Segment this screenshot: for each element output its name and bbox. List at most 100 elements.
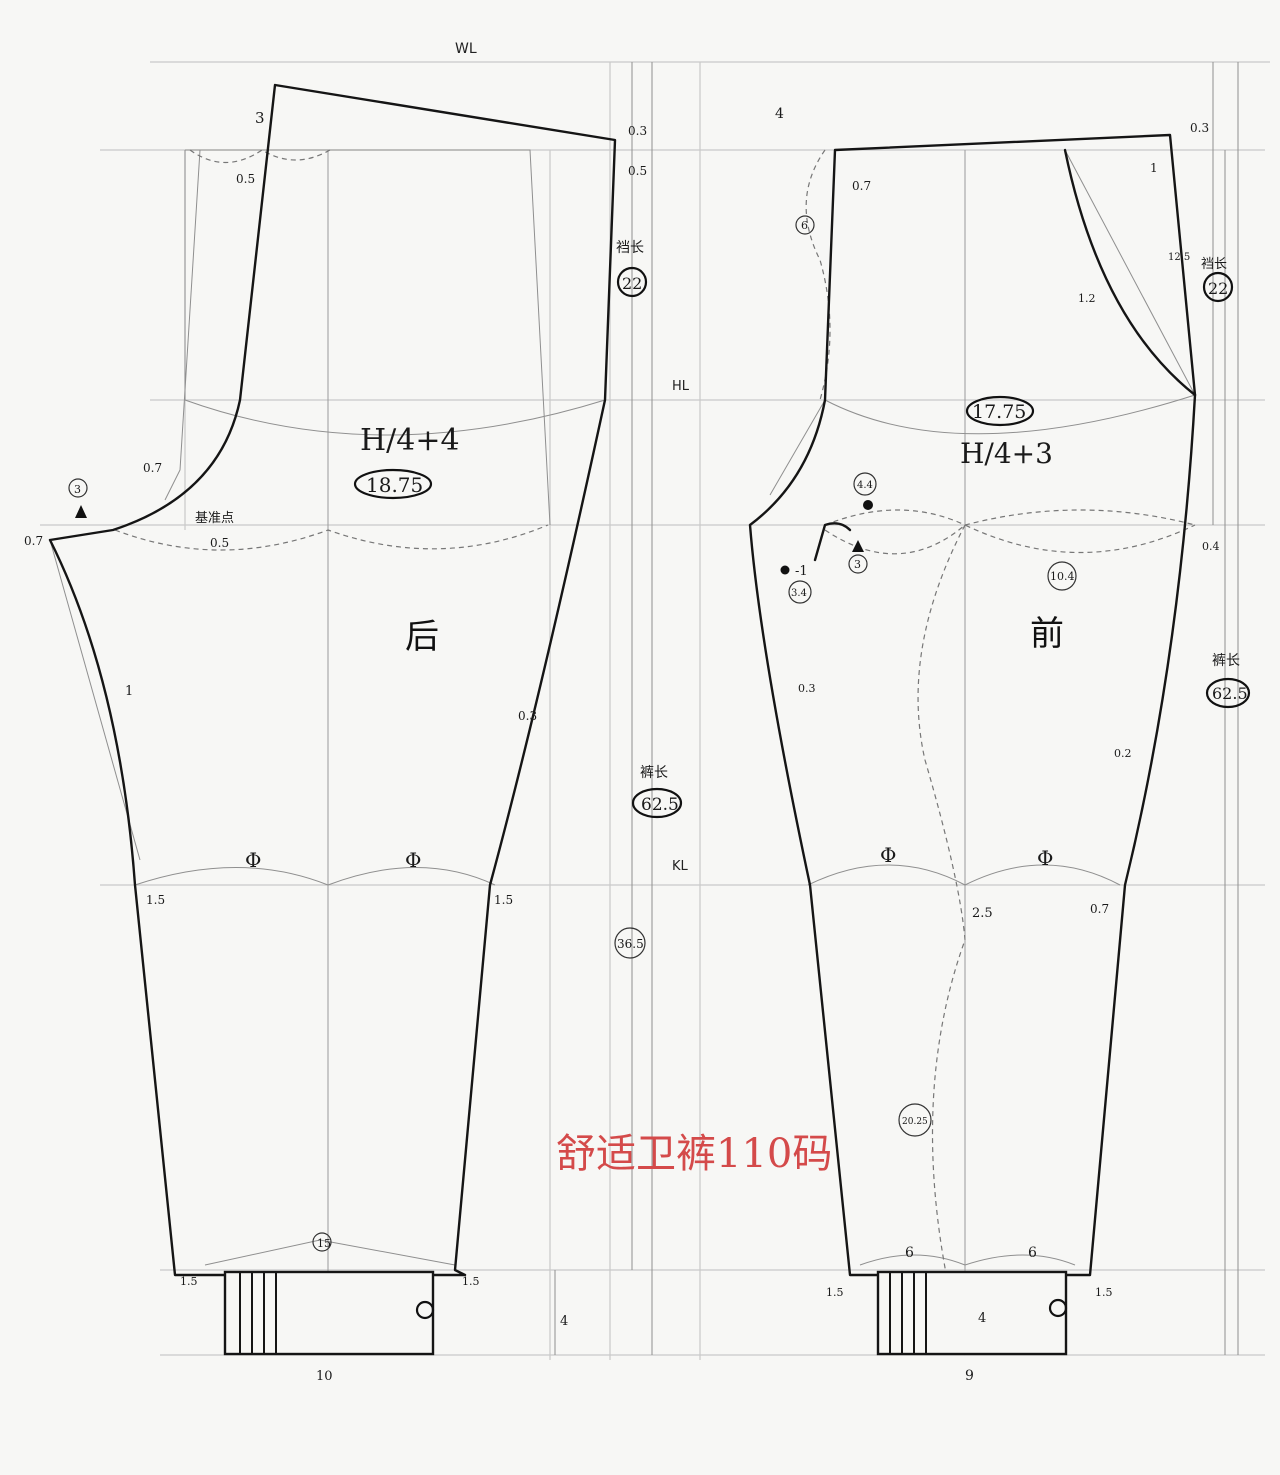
waist-line-label: WL — [455, 41, 477, 57]
back-mark-11: 1.5 — [180, 1275, 198, 1288]
back-cuff-rib — [239, 1272, 277, 1354]
front-dot-circle — [853, 472, 877, 496]
back-mark-3: 0.5 — [628, 164, 647, 178]
front-notch-marker — [852, 540, 864, 552]
front-mark-13: 1.5 — [1095, 1286, 1113, 1299]
back-mark-2: 0.3 — [628, 124, 647, 138]
back-hem-guide — [204, 1239, 456, 1266]
front-crotch-value-0: 4.4 — [857, 480, 873, 491]
back-inseam-guide — [49, 539, 141, 861]
back-waist-dash — [189, 149, 331, 164]
front-crotch-value-2: 3 — [854, 558, 861, 571]
front-knee-mark-left: Φ — [880, 843, 896, 867]
back-crotch-depth-value: 22 — [622, 274, 642, 293]
front-pocket-depth: 6 — [801, 219, 808, 232]
front-hem-half-right: 6 — [1028, 1245, 1037, 1261]
front-mark-1: 0.7 — [852, 179, 871, 193]
back-mark-5: 0.7 — [24, 534, 43, 548]
front-marks: 4 0.7 0.3 1 12.5 1.2 -1 0.4 0.3 0.2 0.7 … — [775, 106, 1220, 1326]
front-hip-curve — [824, 394, 1196, 435]
front-crotch-value-circle — [1047, 561, 1077, 591]
back-inseam-value-circle — [614, 927, 646, 959]
back-cuff-grain-mark — [415, 1300, 435, 1320]
front-outseam-value-oval — [1205, 677, 1251, 709]
back-mark-13: 4 — [560, 1314, 568, 1329]
front-mark-0: 4 — [775, 106, 784, 122]
back-hip-value: 18.75 — [366, 473, 423, 497]
front-crotch-value-1: 3.4 — [791, 588, 807, 599]
front-hip-value: 17.75 — [972, 401, 1026, 423]
dimension-lines — [554, 62, 1239, 1355]
back-crotch-guide — [164, 149, 201, 501]
pattern-caption: 舒适卫裤110码 — [556, 1131, 832, 1177]
front-notch-circle — [848, 554, 868, 574]
back-mark-8: 0.3 — [518, 709, 537, 723]
front-dot-marker-b — [863, 500, 873, 510]
front-hip-formula: H/4+3 — [960, 437, 1053, 470]
back-hip-formula: H/4+4 — [360, 423, 460, 458]
back-mark-12: 1.5 — [462, 1275, 480, 1288]
front-crotch-circle — [788, 580, 812, 604]
back-outline — [48, 83, 617, 1277]
front-crotch-value-circle-2 — [1202, 271, 1234, 303]
front-hem-guide — [859, 1254, 1076, 1266]
front-outline — [748, 133, 1197, 1277]
front-pocket-opening — [1063, 148, 1197, 397]
front-mark-6: -1 — [795, 564, 808, 579]
front-outseam-value: 62.5 — [1212, 684, 1248, 703]
front-crotch-dash-lower — [824, 524, 1196, 555]
front-cuff-width: 9 — [965, 1368, 974, 1384]
front-mark-14: 4 — [978, 1311, 986, 1326]
back-hip-curve — [184, 399, 606, 436]
back-hem-span: 15 — [317, 1237, 331, 1250]
back-crotch-value-circle — [616, 266, 648, 298]
grain-lines — [327, 150, 966, 1355]
back-knee-mark-left: Φ — [245, 848, 261, 872]
back-outseam-value: 62.5 — [641, 795, 679, 815]
back-notch-circle — [68, 478, 88, 498]
front-panel-name: 前 — [1030, 614, 1064, 654]
back-datum-label: 基准点 — [195, 511, 234, 526]
front-mark-4: 12.5 — [1168, 252, 1190, 263]
front-mark-11: 2.5 — [972, 906, 993, 921]
front-dot-marker-a — [780, 565, 790, 575]
front-mark-10: 0.7 — [1090, 902, 1109, 916]
front-cuff-grain-mark — [1048, 1298, 1068, 1318]
back-cuff-width: 10 — [316, 1369, 333, 1384]
back-marks: 3 0.5 0.3 0.5 0.7 0.7 0.5 1 0.3 1.5 1.5 … — [24, 109, 647, 1329]
front-cuff-rib — [889, 1272, 927, 1354]
back-mark-0: 3 — [255, 109, 265, 127]
front-knee-curve — [807, 864, 1121, 886]
front-pocket-circle — [795, 215, 815, 235]
front-crotch-value-3: 10.4 — [1050, 570, 1075, 583]
back-mark-1: 0.5 — [236, 172, 255, 186]
back-outseam-value-oval — [631, 787, 683, 819]
back-panel-name: 后 — [405, 617, 439, 657]
front-crotch-depth-label: 裆长 — [1201, 257, 1227, 272]
back-notch-number: 3 — [74, 483, 81, 496]
front-mark-5: 1.2 — [1078, 292, 1096, 305]
front-mark-9: 0.2 — [1114, 747, 1132, 760]
front-inseam-circle — [898, 1103, 932, 1137]
front-hem-half-left: 6 — [905, 1245, 914, 1261]
back-frame-line — [185, 149, 551, 526]
back-cuff — [223, 1270, 435, 1356]
back-knee-mark-right: Φ — [405, 848, 421, 872]
front-mark-3: 1 — [1150, 161, 1158, 175]
back-mark-6: 0.5 — [210, 536, 229, 550]
back-panel — [48, 83, 617, 1356]
front-crotch-dash — [824, 509, 1196, 526]
back-notch-marker — [75, 505, 87, 518]
front-fly-extension — [813, 522, 852, 562]
front-mark-12: 1.5 — [826, 1286, 844, 1299]
front-rise-guide — [769, 149, 836, 496]
front-inseam-dash — [917, 524, 966, 1356]
back-hip-value-oval — [353, 468, 433, 500]
back-mark-4: 0.7 — [143, 461, 162, 475]
back-mark-10: 1.5 — [494, 893, 513, 907]
front-mark-7: 0.4 — [1202, 540, 1220, 553]
back-knee-curve — [134, 867, 496, 886]
front-inseam-value: 20.25 — [902, 1117, 928, 1127]
front-hip-value-oval — [965, 395, 1035, 427]
